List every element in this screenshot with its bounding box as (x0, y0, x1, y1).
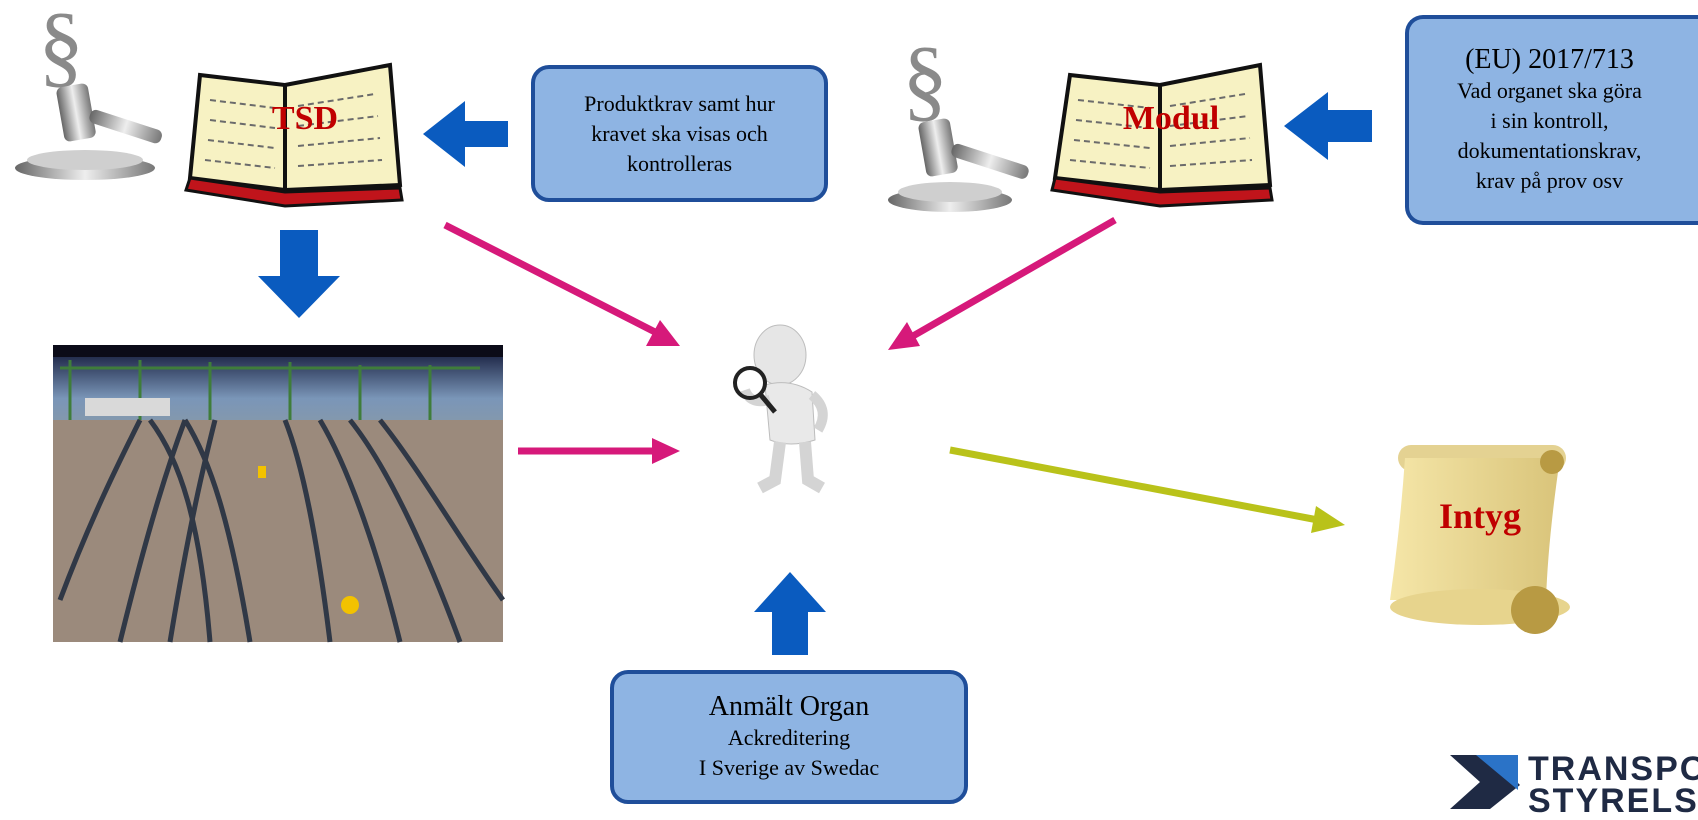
gavel-icon: § (888, 28, 1029, 212)
modul-label: Modul (1122, 100, 1220, 137)
eu-title: (EU) 2017/713 (1465, 44, 1634, 75)
eu-line-1: Vad organet ska göra (1457, 78, 1642, 103)
produktkrav-line-3: kontrolleras (626, 150, 733, 176)
arrow-photo-to-inspector (518, 438, 680, 464)
book-icon (184, 62, 404, 208)
svg-text:§: § (902, 28, 948, 130)
book-icon (1050, 62, 1274, 208)
organ-line-2: I Sverige av Swedac (698, 755, 880, 780)
arrow-left-to-tsd (423, 101, 508, 167)
arrow-left-to-modul (1284, 92, 1372, 160)
inspector-figure-icon (733, 324, 828, 494)
notified-body-box: Anmält Organ Ackreditering I Sverige av … (610, 670, 968, 804)
scroll-icon (1390, 445, 1570, 634)
tsd-label: TSD (271, 100, 339, 137)
railway-photo (53, 345, 506, 643)
eu-line-3: dokumentationskrav, (1457, 138, 1642, 163)
organ-line-1: Ackreditering (727, 725, 851, 750)
eu-line-4: krav på prov osv (1475, 168, 1624, 193)
arrow-modul-to-inspector (888, 216, 1117, 350)
produktkrav-line-1: Produktkrav samt hur (584, 90, 775, 116)
eu-regulation-box: (EU) 2017/713 Vad organet ska göra i sin… (1405, 15, 1698, 225)
produktkrav-line-2: kravet ska visas och (591, 120, 768, 146)
transportstyrelsen-logo (1450, 755, 1520, 809)
logo-text-line-2: STYRELSE (1528, 782, 1698, 820)
produktkrav-box: Produktkrav samt hur kravet ska visas oc… (531, 65, 828, 202)
certificate-label: Intyg (1438, 496, 1522, 536)
arrow-up-from-organ (754, 572, 826, 655)
eu-line-2: i sin kontroll, (1490, 108, 1609, 133)
arrow-inspector-to-certificate (949, 446, 1345, 533)
svg-text:§: § (38, 0, 84, 96)
organ-title: Anmält Organ (708, 691, 870, 722)
gavel-icon: § (15, 0, 162, 180)
logo-text-line-1: TRANSPOR (1528, 750, 1698, 788)
arrow-down-to-photo (258, 230, 340, 318)
arrow-tsd-to-inspector (443, 221, 680, 346)
